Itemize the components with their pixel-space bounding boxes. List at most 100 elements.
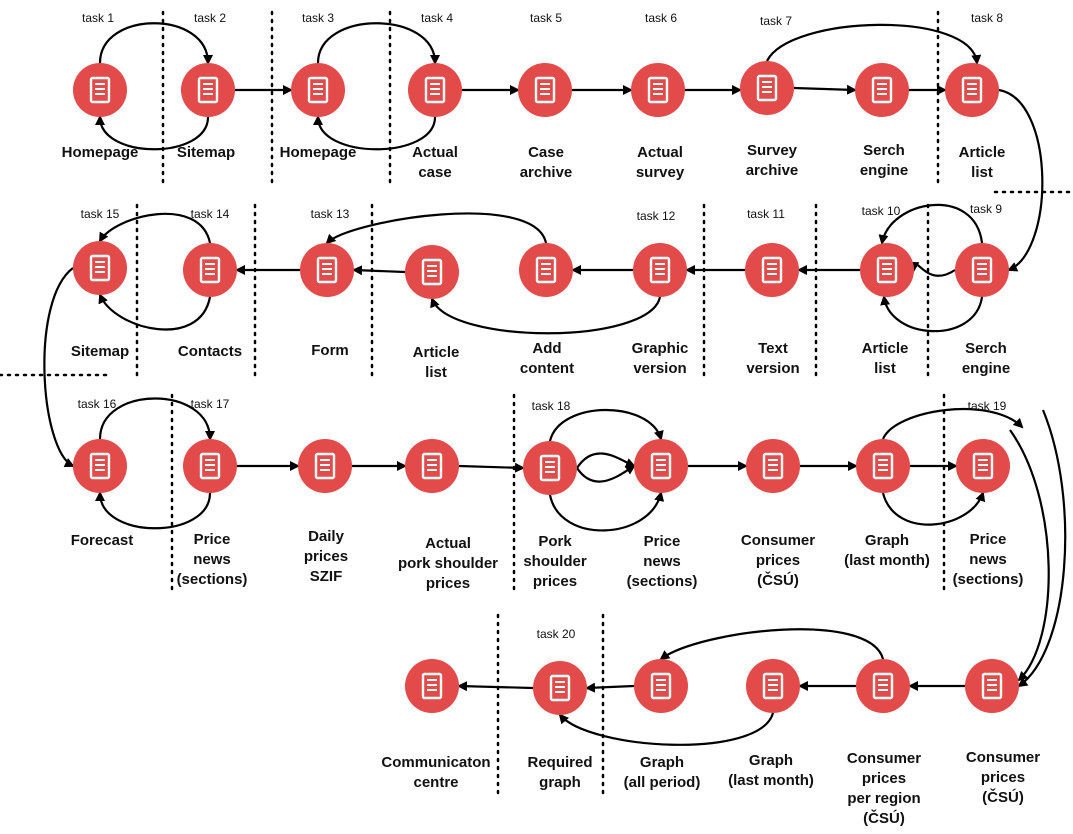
page-node-n13 (633, 243, 687, 297)
page-label-line: Form (311, 342, 349, 359)
page-label-line: version (746, 360, 799, 377)
page-label-line: Homepage (280, 144, 357, 161)
page-label-line: (last month) (844, 552, 930, 569)
page-label-line: (ČSÚ) (863, 809, 905, 827)
page-label-line: centre (413, 774, 458, 791)
page-label-line: news (643, 553, 681, 570)
page-label: Homepage (62, 144, 139, 161)
page-label: Form (311, 342, 349, 359)
page-label-line: Case (528, 144, 564, 161)
page-label-line: Serch (965, 340, 1007, 357)
document-icon (421, 672, 443, 700)
page-label-line: Homepage (62, 144, 139, 161)
document-icon (199, 452, 221, 480)
document-icon (535, 256, 557, 284)
task-label: task 14 (191, 207, 230, 221)
page-node-n16 (300, 243, 354, 297)
page-label-line: Price (644, 533, 681, 550)
document-icon (307, 76, 329, 104)
page-label-line: Consumer (741, 532, 815, 549)
page-label-line: (sections) (953, 571, 1024, 588)
document-icon (539, 454, 561, 482)
document-icon (316, 256, 338, 284)
page-label-line: version (633, 360, 686, 377)
document-icon (314, 452, 336, 480)
page-label-line: prices (862, 770, 906, 787)
page-label-line: Sitemap (177, 144, 235, 161)
document-icon (647, 76, 669, 104)
document-icon (762, 452, 784, 480)
page-label-line: Consumer (966, 749, 1040, 766)
page-node-n18 (73, 241, 127, 295)
page-label: Graphic version (632, 340, 689, 377)
page-label: Homepage (280, 144, 357, 161)
page-node-n29 (856, 659, 910, 713)
page-label-line: (all period) (624, 774, 701, 791)
page-node-n15 (405, 245, 459, 299)
page-label-line: Graph (865, 532, 909, 549)
document-icon (871, 76, 893, 104)
document-icon (649, 256, 671, 284)
page-label-line: case (418, 164, 451, 181)
page-label-line: list (425, 364, 447, 381)
navigation-arrow (881, 408, 1024, 440)
page-label-line: per region (847, 790, 920, 807)
page-node-n9 (945, 63, 999, 117)
document-icon (981, 672, 1003, 700)
page-label-line: (sections) (627, 573, 698, 590)
document-icon (961, 76, 983, 104)
navigation-arrow (909, 261, 956, 277)
page-node-n30 (746, 659, 800, 713)
task-label: task 6 (645, 11, 677, 25)
page-label-line: Daily (308, 528, 345, 545)
page-node-n1 (73, 63, 127, 117)
page-node-n20 (183, 439, 237, 493)
page-node-n5 (518, 63, 572, 117)
page-node-n21 (298, 439, 352, 493)
page-label-line: Consumer (847, 750, 921, 767)
page-label-line: Serch (863, 142, 905, 159)
document-icon (534, 76, 556, 104)
page-label-line: prices (981, 769, 1025, 786)
document-icon (876, 256, 898, 284)
navigation-arrow (43, 267, 75, 467)
navigation-arrow (659, 628, 885, 661)
navigation-arrow (98, 22, 213, 65)
page-label-line: Required (527, 754, 592, 771)
page-node-n3 (291, 63, 345, 117)
task-label: task 15 (81, 207, 120, 221)
page-label-line: Actual (637, 144, 683, 161)
page-label-line: Graphic (632, 340, 689, 357)
navigation-arrow (548, 491, 665, 532)
document-icon (89, 254, 111, 282)
page-label-line: Actual (425, 535, 471, 552)
page-node-n28 (965, 659, 1019, 713)
page-label-line: Graph (749, 752, 793, 769)
task-label: task 9 (970, 202, 1002, 216)
page-label-line: Pork (538, 533, 572, 550)
page-label-line: Add (532, 340, 561, 357)
navigation-arrow (558, 712, 775, 746)
page-node-n33 (405, 659, 459, 713)
task-label: task 20 (537, 627, 576, 641)
page-label-line: Article (862, 340, 909, 357)
navigation-arrow (95, 491, 212, 530)
document-icon (421, 452, 443, 480)
page-label-line: Sitemap (71, 343, 129, 360)
page-label-line: (ČSÚ) (982, 788, 1024, 806)
page-label: Graph (last month) (728, 752, 814, 789)
document-icon (549, 674, 571, 702)
navigation-arrow (98, 293, 212, 331)
task-label: task 2 (194, 11, 226, 25)
page-label-line: (last month) (728, 772, 814, 789)
navigation-arrow (325, 212, 548, 245)
document-icon (756, 74, 778, 102)
